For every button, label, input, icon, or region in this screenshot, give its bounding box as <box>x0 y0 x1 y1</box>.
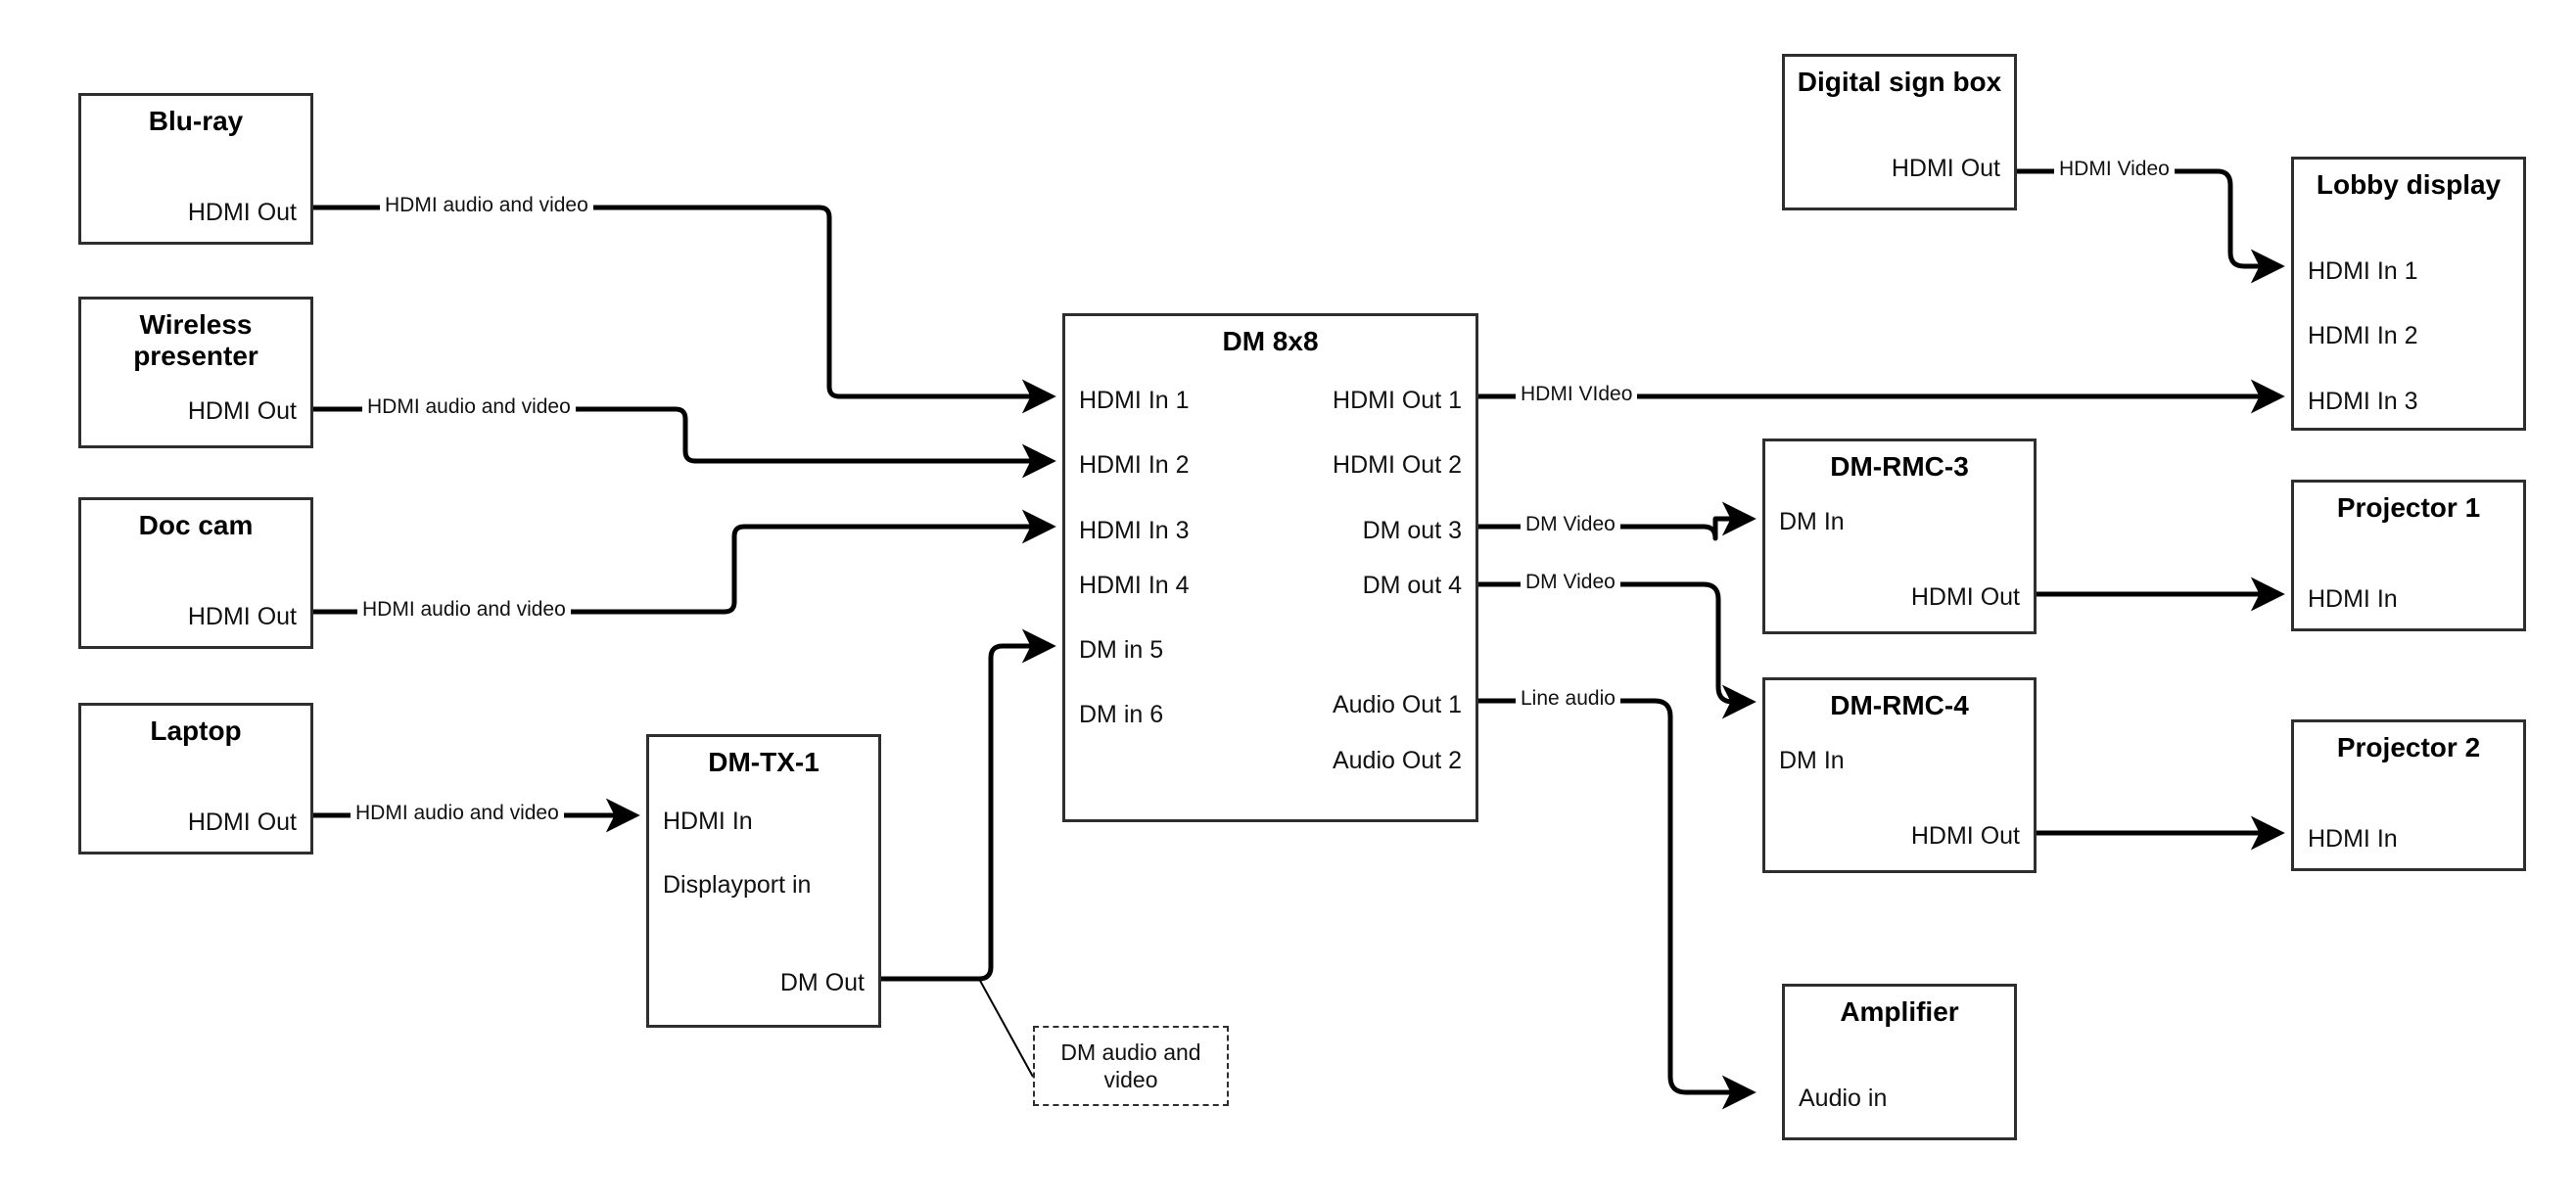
wire-wireless-to-dm8x8 <box>313 406 1056 479</box>
node-dm-tx-1[interactable]: DM-TX-1 HDMI In Displayport in DM Out <box>646 734 881 1028</box>
node-projector-1[interactable]: Projector 1 HDMI In <box>2291 480 2526 631</box>
edge-label-line-audio: Line audio <box>1516 687 1620 711</box>
node-dm-tx-1-title: DM-TX-1 <box>708 747 820 777</box>
wire-dm8x8-out4-to-rmc4 <box>1478 581 1756 719</box>
edge-label-wireless: HDMI audio and video <box>362 395 576 419</box>
node-dm-tx-1-port-displayport-in: Displayport in <box>663 871 812 899</box>
node-dm-8x8-port-dm-out-3: DM out 3 <box>1362 517 1462 544</box>
node-digital-sign-box[interactable]: Digital sign box HDMI Out <box>1782 54 2017 210</box>
node-digital-sign-box-port-hdmi-out: HDMI Out <box>1891 155 2000 182</box>
node-amplifier-title: Amplifier <box>1840 996 1959 1027</box>
note-dm-audio-and-video: DM audio and video <box>1033 1026 1229 1106</box>
node-dm-8x8-port-hdmi-in-2: HDMI In 2 <box>1079 451 1190 479</box>
edge-label-doccam: HDMI audio and video <box>357 598 571 622</box>
edge-label-bluray: HDMI audio and video <box>380 194 593 217</box>
node-bluray-port-hdmi-out: HDMI Out <box>187 199 297 226</box>
node-digital-sign-box-title: Digital sign box <box>1797 67 2002 97</box>
node-dm-8x8-port-hdmi-in-3: HDMI In 3 <box>1079 517 1190 544</box>
node-dm-8x8-port-audio-out-1: Audio Out 1 <box>1332 691 1462 718</box>
node-lobby-display-port-hdmi-in-3: HDMI In 3 <box>2308 388 2418 415</box>
wire-dm8x8-out3-to-rmc3 <box>1478 501 1756 541</box>
node-dm-8x8[interactable]: DM 8x8 HDMI In 1 HDMI In 2 HDMI In 3 HDM… <box>1062 313 1478 822</box>
node-bluray-title: Blu-ray <box>148 106 244 136</box>
node-laptop-port-hdmi-out: HDMI Out <box>187 808 297 836</box>
node-projector-1-port-hdmi-in: HDMI In <box>2308 585 2398 613</box>
node-dm-8x8-port-audio-out-2: Audio Out 2 <box>1332 747 1462 774</box>
node-amplifier-port-audio-in: Audio in <box>1799 1085 1888 1112</box>
node-lobby-display-title: Lobby display <box>2316 169 2502 200</box>
node-lobby-display[interactable]: Lobby display HDMI In 1 HDMI In 2 HDMI I… <box>2291 157 2526 431</box>
node-dm-rmc-3-port-dm-in: DM In <box>1779 508 1845 535</box>
node-dm-rmc-4-port-hdmi-out: HDMI Out <box>1910 822 2020 850</box>
node-dm-8x8-title: DM 8x8 <box>1222 326 1319 356</box>
node-dm-8x8-port-hdmi-out-1: HDMI Out 1 <box>1333 387 1462 414</box>
node-projector-1-title: Projector 1 <box>2336 492 2481 523</box>
node-doc-cam[interactable]: Doc cam HDMI Out <box>78 497 313 649</box>
node-wireless-presenter-title: Wireless presenter <box>133 309 258 372</box>
note-leader-line <box>978 978 1034 1078</box>
node-dm-rmc-4-title: DM-RMC-4 <box>1830 690 1969 720</box>
note-dm-audio-and-video-text: DM audio and video <box>1060 1039 1201 1092</box>
node-lobby-display-port-hdmi-in-1: HDMI In 1 <box>2308 257 2418 285</box>
node-amplifier[interactable]: Amplifier Audio in <box>1782 984 2017 1140</box>
wire-dmtx1-to-dm8x8 <box>881 628 1056 982</box>
edge-label-laptop: HDMI audio and video <box>351 802 564 825</box>
node-laptop-title: Laptop <box>150 716 242 746</box>
node-dm-rmc-3-port-hdmi-out: HDMI Out <box>1910 583 2020 611</box>
wire-doccam-to-dm8x8 <box>313 509 1056 615</box>
node-dm-rmc-4[interactable]: DM-RMC-4 DM In HDMI Out <box>1762 677 2037 873</box>
node-dm-8x8-port-hdmi-out-2: HDMI Out 2 <box>1333 451 1462 479</box>
edge-label-hdmi-video-sign: HDMI Video <box>2054 158 2175 181</box>
wire-sign-to-lobby <box>2017 168 2285 284</box>
node-projector-2-port-hdmi-in: HDMI In <box>2308 825 2398 853</box>
node-wireless-presenter-port-hdmi-out: HDMI Out <box>187 397 297 425</box>
node-dm-rmc-4-port-dm-in: DM In <box>1779 747 1845 774</box>
node-projector-2[interactable]: Projector 2 HDMI In <box>2291 719 2526 871</box>
edge-label-dm-video-4: DM Video <box>1521 571 1620 594</box>
node-dm-8x8-port-dm-in-5: DM in 5 <box>1079 636 1164 664</box>
node-doc-cam-title: Doc cam <box>138 510 254 540</box>
node-dm-tx-1-port-hdmi-in: HDMI In <box>663 808 753 835</box>
node-doc-cam-port-hdmi-out: HDMI Out <box>187 603 297 630</box>
edge-label-hdmi-video-out1: HDMI VIdeo <box>1516 383 1638 406</box>
wire-dm8x8-audio1-to-amp <box>1478 698 1756 1110</box>
node-projector-2-title: Projector 2 <box>2336 732 2481 762</box>
node-lobby-display-port-hdmi-in-2: HDMI In 2 <box>2308 322 2418 349</box>
node-dm-8x8-port-dm-out-4: DM out 4 <box>1362 572 1462 599</box>
node-laptop[interactable]: Laptop HDMI Out <box>78 703 313 855</box>
edge-label-dm-video-3: DM Video <box>1521 513 1620 536</box>
node-wireless-presenter[interactable]: Wireless presenter HDMI Out <box>78 297 313 448</box>
wire-bluray-to-dm8x8 <box>313 205 1056 414</box>
node-dm-8x8-port-dm-in-6: DM in 6 <box>1079 701 1164 728</box>
node-dm-rmc-3-title: DM-RMC-3 <box>1830 451 1969 482</box>
node-bluray[interactable]: Blu-ray HDMI Out <box>78 93 313 245</box>
node-dm-8x8-port-hdmi-in-1: HDMI In 1 <box>1079 387 1190 414</box>
node-dm-tx-1-port-dm-out: DM Out <box>779 969 865 996</box>
node-dm-rmc-3[interactable]: DM-RMC-3 DM In HDMI Out <box>1762 439 2037 634</box>
node-dm-8x8-port-hdmi-in-4: HDMI In 4 <box>1079 572 1190 599</box>
